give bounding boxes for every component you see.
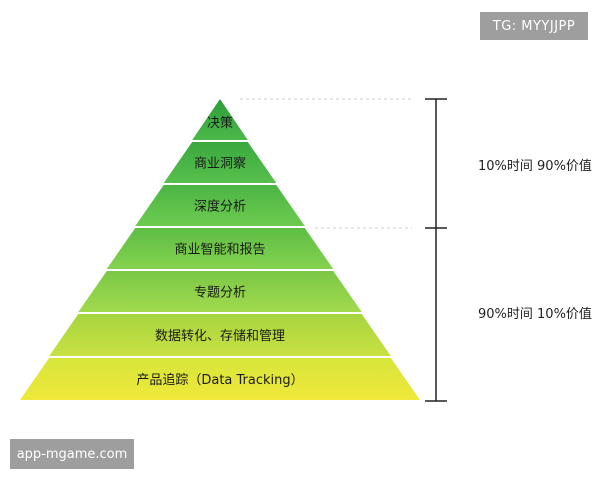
pyramid-layer-label-2: 商业洞察 <box>194 157 246 172</box>
pyramid-layer-6 <box>49 314 391 356</box>
pyramid-layer-3 <box>135 185 305 226</box>
pyramid-layer-label-4: 商业智能和报告 <box>174 243 265 258</box>
upper-bracket-note: 10%时间 90%价值 <box>478 158 592 174</box>
lower-bracket-note: 90%时间 10%价值 <box>478 306 592 322</box>
pyramid-layer-label-7: 产品追踪（Data Tracking） <box>136 372 303 388</box>
pyramid-layer-label-6: 数据转化、存储和管理 <box>155 329 285 344</box>
pyramid-layer-7 <box>20 358 420 400</box>
pyramid-layer-4 <box>106 228 334 269</box>
site-watermark: app-mgame.com <box>10 439 134 469</box>
pyramid-layer-1 <box>192 99 248 140</box>
tg-watermark: TG: MYYJJPP <box>480 12 588 40</box>
pyramid-layer-label-3: 深度分析 <box>194 199 246 215</box>
pyramid-layer-5 <box>78 271 362 312</box>
time-value-bracket <box>425 98 447 402</box>
pyramid-layer-label-1: 决策 <box>207 115 233 131</box>
pyramid-layer-2 <box>163 142 277 183</box>
pyramid-layers: 决策商业洞察深度分析商业智能和报告专题分析数据转化、存储和管理产品追踪（Data… <box>20 99 420 400</box>
pyramid-layer-label-5: 专题分析 <box>194 286 246 301</box>
